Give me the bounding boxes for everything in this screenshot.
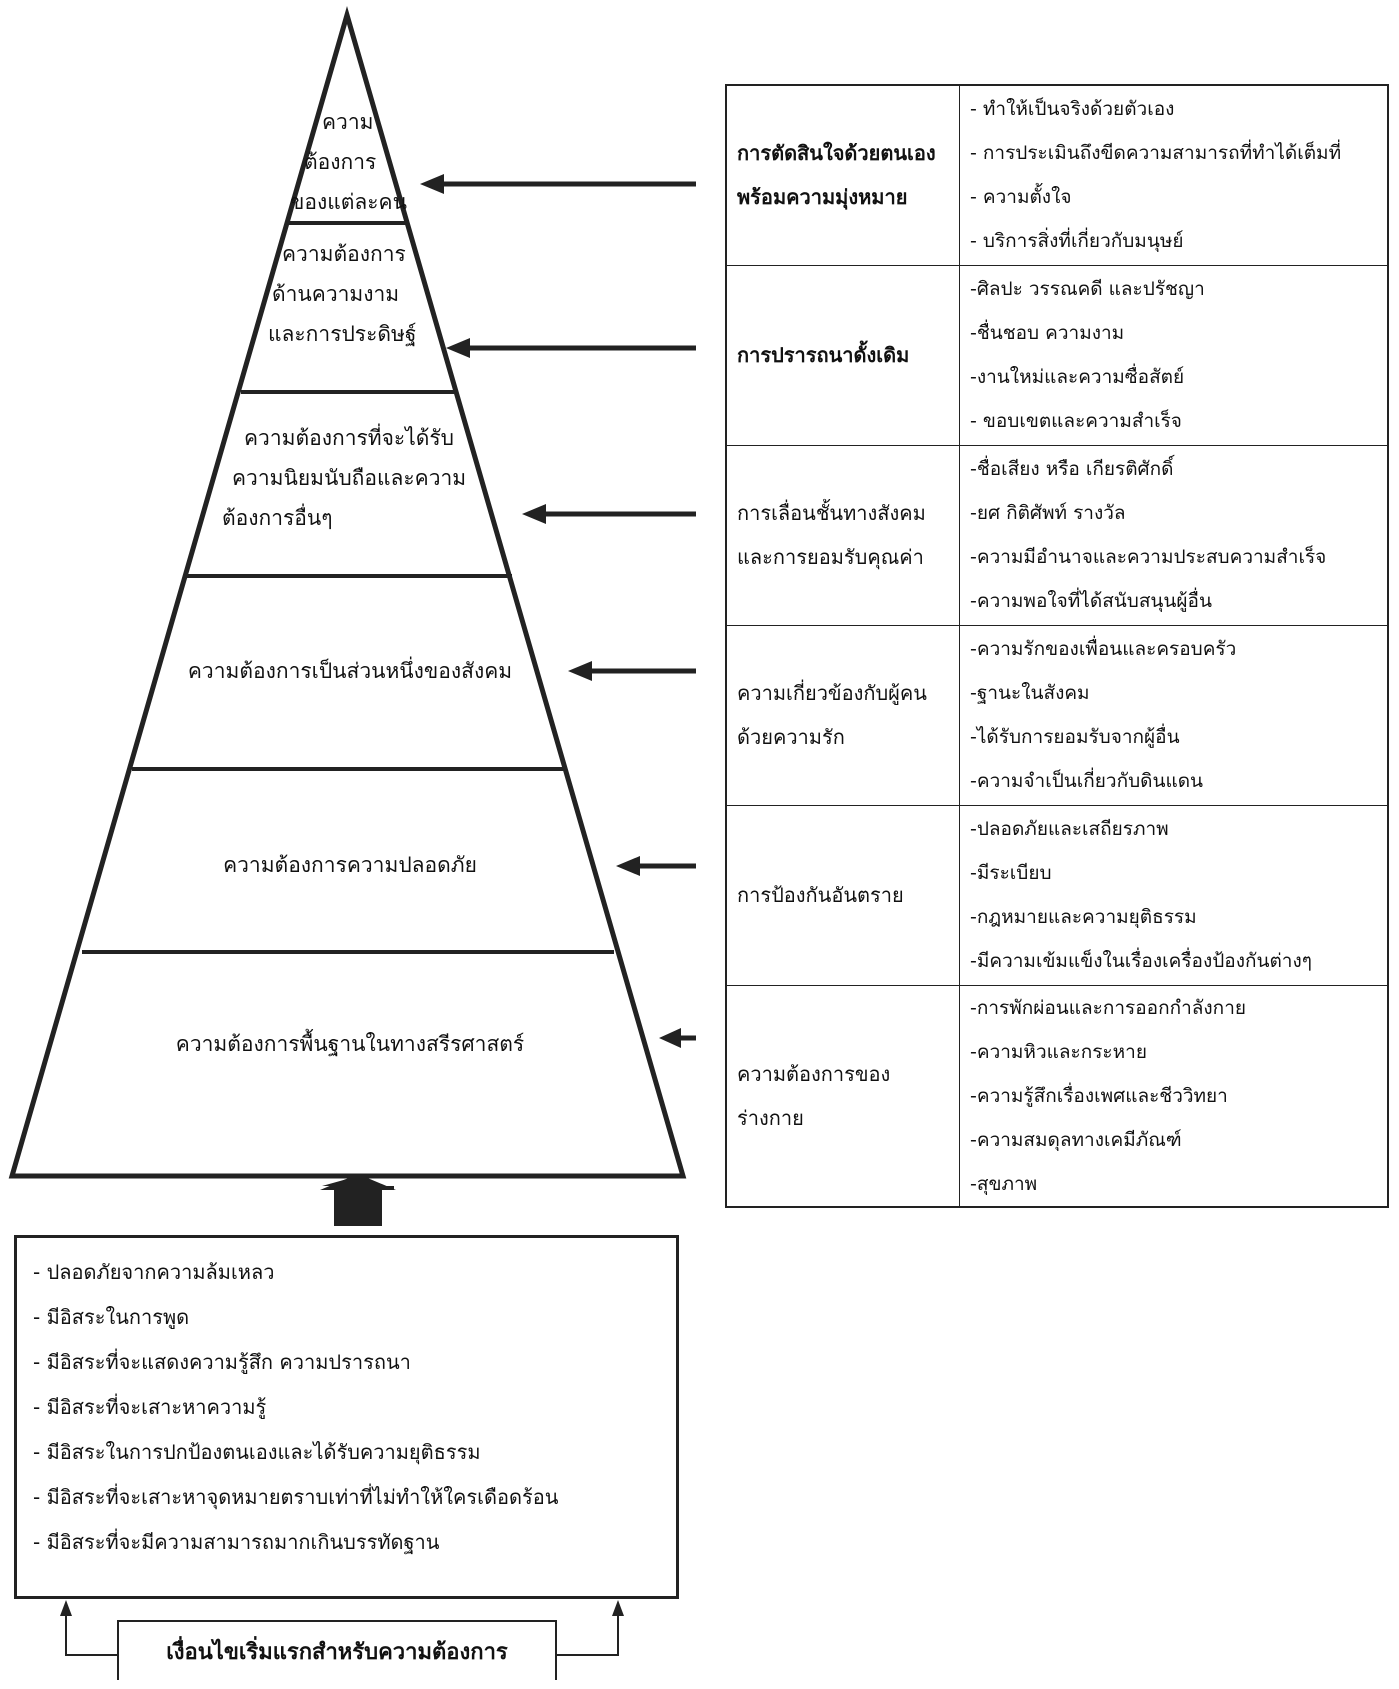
level-line: ต้องการอื่นๆ [222,506,333,530]
items-cell: -ปลอดภัยและเสถียรภาพ -มีระเบียบ -กฎหมายแ… [959,804,1389,986]
level-line: ความนิยมนับถือและความ [232,466,467,490]
arrow-level-5 [616,856,696,876]
pyramid-level-2: ความต้องการ ด้านความงาม และการประดิษฐ์ [262,234,422,354]
items-cell: -การพักผ่อนและการออกกำลังกาย -ความหิวและ… [959,984,1389,1207]
condition-item: - มีอิสระที่จะแสดงความรู้สึก ความปรารถนา [33,1350,411,1374]
connector-left [60,1600,117,1656]
list-item: -ความพอใจที่ได้สนับสนุนผู้อื่น [970,590,1212,612]
table-row: การเลื่อนชั้นทางสังคม และการยอมรับคุณค่า… [725,444,1389,626]
list-item: -การพักผ่อนและการออกกำลังกาย [970,996,1246,1019]
level-line: ความต้องการ [282,242,406,266]
list-item: -ความสมดุลทางเคมีภัณฑ์ [970,1128,1182,1151]
category-cell: การป้องกันอันตราย [725,804,960,986]
pyramid-level-1: ความ ต้องการ ของแต่ละคน [290,102,420,222]
needs-table: การตัดสินใจด้วยตนเอง พร้อมความมุ่งหมาย -… [725,84,1389,1208]
table-row: การป้องกันอันตราย -ปลอดภัยและเสถียรภาพ -… [725,804,1389,986]
list-item: -ศิลปะ วรรณคดี และปรัชญา [970,278,1205,300]
category-line: การตัดสินใจด้วยตนเอง [737,141,936,166]
table-row: ความเกี่ยวข้องกับผู้คน ด้วยความรัก -ความ… [725,624,1389,806]
condition-item: - มีอิสระที่จะมีความสามารถมากเกินบรรทัดฐ… [33,1530,440,1554]
arrow-level-3 [522,504,696,524]
list-item: -ฐานะในสังคม [970,682,1090,704]
category-line: การป้องกันอันตราย [737,883,904,907]
list-item: -ความรักของเพื่อนและครอบครัว [970,638,1237,660]
condition-item: - มีอิสระในการปกป้องตนเองและได้รับความยุ… [33,1440,481,1464]
category-line: การปรารถนาดั้งเดิม [737,343,910,367]
list-item: - บริการสิ่งที่เกี่ยวกับมนุษย์ [970,230,1184,253]
category-cell: การเลื่อนชั้นทางสังคม และการยอมรับคุณค่า [725,444,960,626]
pyramid-level-5: ความต้องการความปลอดภัย [150,845,550,885]
level-line: ความต้องการที่จะได้รับ [244,426,454,450]
list-item: -ความจำเป็นเกี่ยวกับดินแดน [970,770,1204,792]
condition-item: - มีอิสระที่จะเสาะหาความรู้ [33,1395,267,1419]
table-row: การตัดสินใจด้วยตนเอง พร้อมความมุ่งหมาย -… [725,84,1389,266]
list-item: - ขอบเขตและความสำเร็จ [970,410,1182,432]
category-line: ความต้องการของ [737,1061,891,1086]
table-row: การปรารถนาดั้งเดิม -ศิลปะ วรรณคดี และปรั… [725,264,1389,446]
list-item: -ความมีอำนาจและความประสบความสำเร็จ [970,546,1327,568]
list-item: -มีระเบียบ [970,862,1052,884]
category-cell: ความต้องการของ ร่างกาย [725,984,960,1207]
pyramid-outline [8,5,687,1179]
items-cell: -ความรักของเพื่อนและครอบครัว -ฐานะในสังค… [959,624,1389,806]
base-condition-label: เงื่อนไขเริ่มแรกสำหรับความต้องการ [166,1640,508,1665]
category-line: ด้วยความรัก [737,725,845,749]
category-line: ร่างกาย [737,1105,804,1130]
level-line: และการประดิษฐ์ [268,322,417,346]
category-line: การเลื่อนชั้นทางสังคม [737,501,926,525]
condition-item: - มีอิสระในการพูด [33,1305,190,1329]
pyramid-level-4: ความต้องการเป็นส่วนหนึ่งของสังคม [140,651,560,691]
list-item: -ความรู้สึกเรื่องเพศและชีววิทยา [970,1084,1228,1107]
list-item: - ทำให้เป็นจริงด้วยตัวเอง [970,98,1175,121]
conditions-box: - ปลอดภัยจากความล้มเหลว - มีอิสระในการพู… [14,1235,679,1599]
category-cell: การตัดสินใจด้วยตนเอง พร้อมความมุ่งหมาย [725,84,960,266]
category-line: และการยอมรับคุณค่า [737,545,924,569]
condition-item: - ปลอดภัยจากความล้มเหลว [33,1260,275,1284]
list-item: -กฎหมายและความยุติธรรม [970,906,1197,928]
category-cell: ความเกี่ยวข้องกับผู้คน ด้วยความรัก [725,624,960,806]
pyramid-level-3: ความต้องการที่จะได้รับ ความนิยมนับถือและ… [222,418,482,538]
pyramid-level-6: ความต้องการพื้นฐานในทางสรีรศาสตร์ [110,1024,590,1064]
list-item: - การประเมินถึงขีดความสามารถที่ทำได้เต็ม… [970,142,1342,165]
category-line: พร้อมความมุ่งหมาย [737,185,908,210]
level-line: ความ [322,110,374,134]
arrow-level-1 [420,174,696,194]
level-line: ความต้องการเป็นส่วนหนึ่งของสังคม [187,659,513,683]
arrow-level-4 [568,661,696,681]
list-item: - ความตั้งใจ [970,186,1072,209]
level-line: ความต้องการพื้นฐานในทางสรีรศาสตร์ [175,1032,525,1056]
list-item: -ชื่นชอบ ความงาม [970,322,1125,344]
list-item: -งานใหม่และความซื่อสัตย์ [970,366,1185,388]
table-row: ความต้องการของ ร่างกาย -การพักผ่อนและการ… [725,984,1389,1207]
list-item: -มีความเข้มแข็งในเรื่องเครื่องป้องกันต่า… [970,950,1312,972]
items-cell: -ศิลปะ วรรณคดี และปรัชญา -ชื่นชอบ ความงา… [959,264,1389,446]
list-item: -ยศ กิติศัพท์ รางวัล [970,502,1126,524]
category-line: ความเกี่ยวข้องกับผู้คน [737,681,927,705]
items-cell: - ทำให้เป็นจริงด้วยตัวเอง - การประเมินถึ… [959,84,1389,266]
category-cell: การปรารถนาดั้งเดิม [725,264,960,446]
arrow-level-6 [659,1028,696,1048]
connector-right [557,1600,624,1656]
list-item: -ปลอดภัยและเสถียรภาพ [970,818,1169,840]
level-line: ความต้องการความปลอดภัย [223,853,477,877]
level-line: ต้องการ [304,150,377,174]
level-line: ของแต่ละคน [290,190,407,214]
level-line: ด้านความงาม [272,282,400,306]
list-item: -ความหิวและกระหาย [970,1040,1147,1063]
condition-item: - มีอิสระที่จะเสาะหาจุดหมายตราบเท่าที่ไม… [33,1485,559,1509]
arrow-level-2 [446,338,696,358]
list-item: -ได้รับการยอมรับจากผู้อื่น [970,726,1180,748]
items-cell: -ชื่อเสียง หรือ เกียรติศักดิ์ -ยศ กิติศั… [959,444,1389,626]
list-item: -ชื่อเสียง หรือ เกียรติศักดิ์ [970,458,1174,480]
base-condition-box: เงื่อนไขเริ่มแรกสำหรับความต้องการ [117,1620,557,1680]
list-item: -สุขภาพ [970,1172,1038,1195]
block-arrow-up [320,1174,396,1226]
